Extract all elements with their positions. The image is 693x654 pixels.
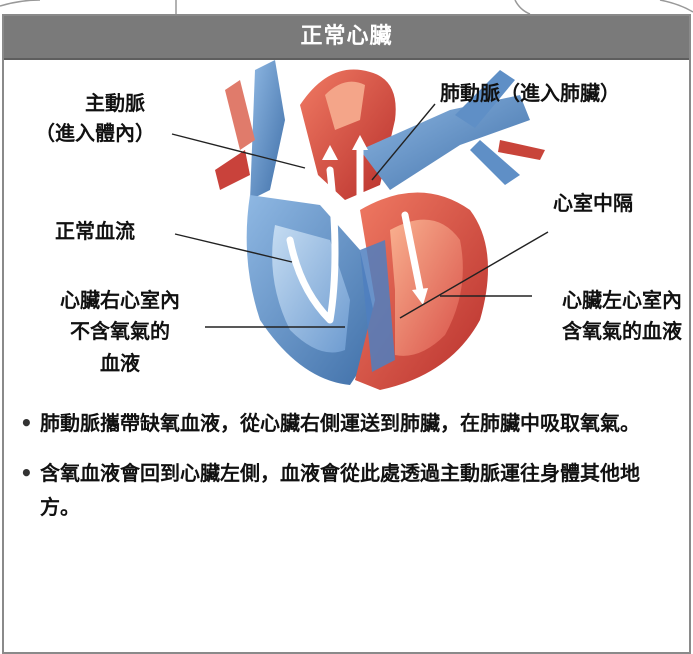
label-aorta-line2: （進入體內）	[35, 121, 155, 145]
aorta-inner	[325, 81, 365, 130]
label-pulmonary-artery: 肺動脈（進入肺臟）	[440, 81, 620, 105]
top-tab-outline	[0, 0, 693, 15]
label-right-ventricle-line1: 心臟右心室內	[60, 288, 180, 312]
pulmonary-branch-down	[470, 140, 520, 185]
vessel-branch-left	[215, 150, 250, 190]
vessel-branch-upper	[225, 80, 255, 150]
explanation-item: • 含氧血液會回到心臟左側，血液會從此處透過主動脈運往身體其他地方。	[18, 456, 678, 524]
label-ventricular-septum: 心室中隔	[553, 191, 633, 215]
bullet-dot: •	[20, 411, 33, 435]
label-normal-flow: 正常血流	[55, 219, 135, 243]
explanation-text: 含氧血液會回到心臟左側，血液會從此處透過主動脈運往身體其他地方。	[40, 461, 640, 519]
label-aorta-line1: 主動脈	[85, 91, 145, 115]
label-right-ventricle-line2: 不含氧氣的	[70, 319, 170, 343]
label-left-ventricle-line2: 含氧氣的血液	[562, 319, 682, 343]
pulmonary-branch-up	[455, 70, 515, 128]
label-left-ventricle-line1: 心臟左心室內	[562, 288, 682, 312]
superior-vena-cava	[250, 60, 285, 200]
pulmonary-vein	[498, 140, 545, 160]
ventricular-septum	[360, 240, 395, 372]
bullet-dot: •	[20, 461, 33, 485]
panel-title: 正常心臟	[300, 24, 393, 49]
explanation-text: 肺動脈攜帶缺氧血液，從心臟右側運送到肺臟，在肺臟中吸取氧氣。	[40, 411, 640, 435]
explanation-item: • 肺動脈攜帶缺氧血液，從心臟右側運送到肺臟，在肺臟中吸取氧氣。	[18, 406, 678, 440]
label-right-ventricle-line3: 血液	[100, 351, 140, 375]
explanation-list: • 肺動脈攜帶缺氧血液，從心臟右側運送到肺臟，在肺臟中吸取氧氣。 • 含氧血液會…	[18, 406, 678, 540]
panel-header: 正常心臟	[4, 16, 689, 60]
